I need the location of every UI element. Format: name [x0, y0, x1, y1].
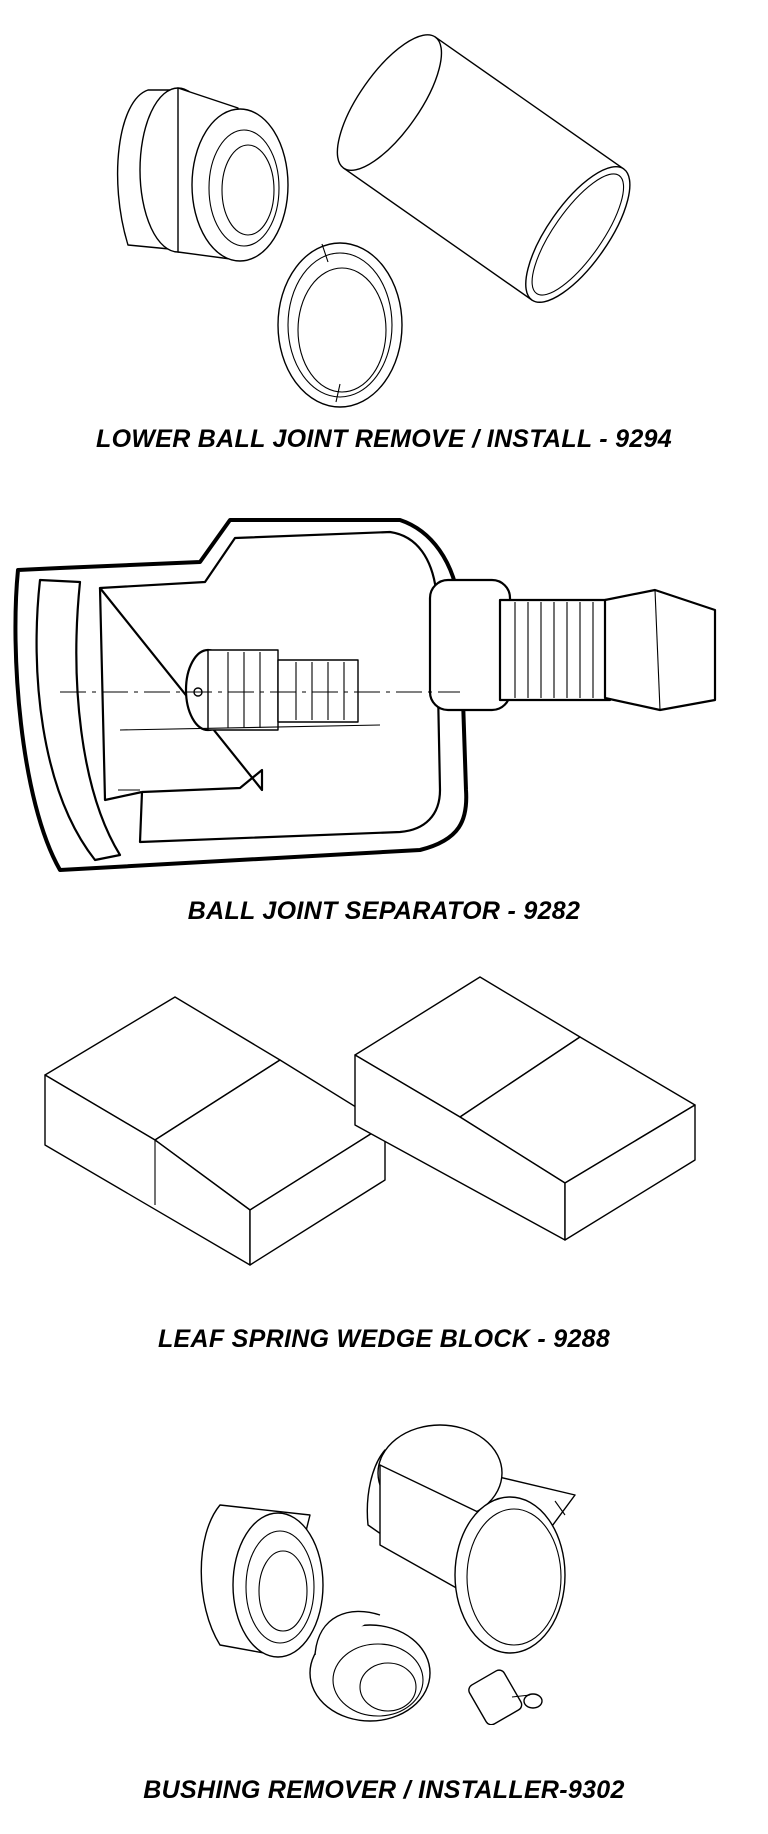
caption-bushing-remover: BUSHING REMOVER / INSTALLER-9302 [143, 1776, 625, 1804]
figure-wedge-block [0, 955, 768, 1275]
wedge-block-icon [44, 976, 696, 1266]
caption-wedge-block: LEAF SPRING WEDGE BLOCK - 9288 [157, 1325, 611, 1353]
ball-joint-separator-icon [13, 518, 717, 872]
caption-ball-joint-separator: BALL JOINT SEPARATOR - 9282 [187, 897, 581, 925]
figure-bushing-remover [0, 1405, 768, 1725]
caption-lower-ball-joint: LOWER BALL JOINT REMOVE / INSTALL - 9294 [96, 425, 672, 453]
ball-joint-remover-installer-icon [116, 34, 631, 408]
figure-lower-ball-joint [0, 30, 768, 430]
figure-ball-joint-separator [0, 470, 768, 890]
bushing-remover-installer-icon [200, 1424, 576, 1725]
